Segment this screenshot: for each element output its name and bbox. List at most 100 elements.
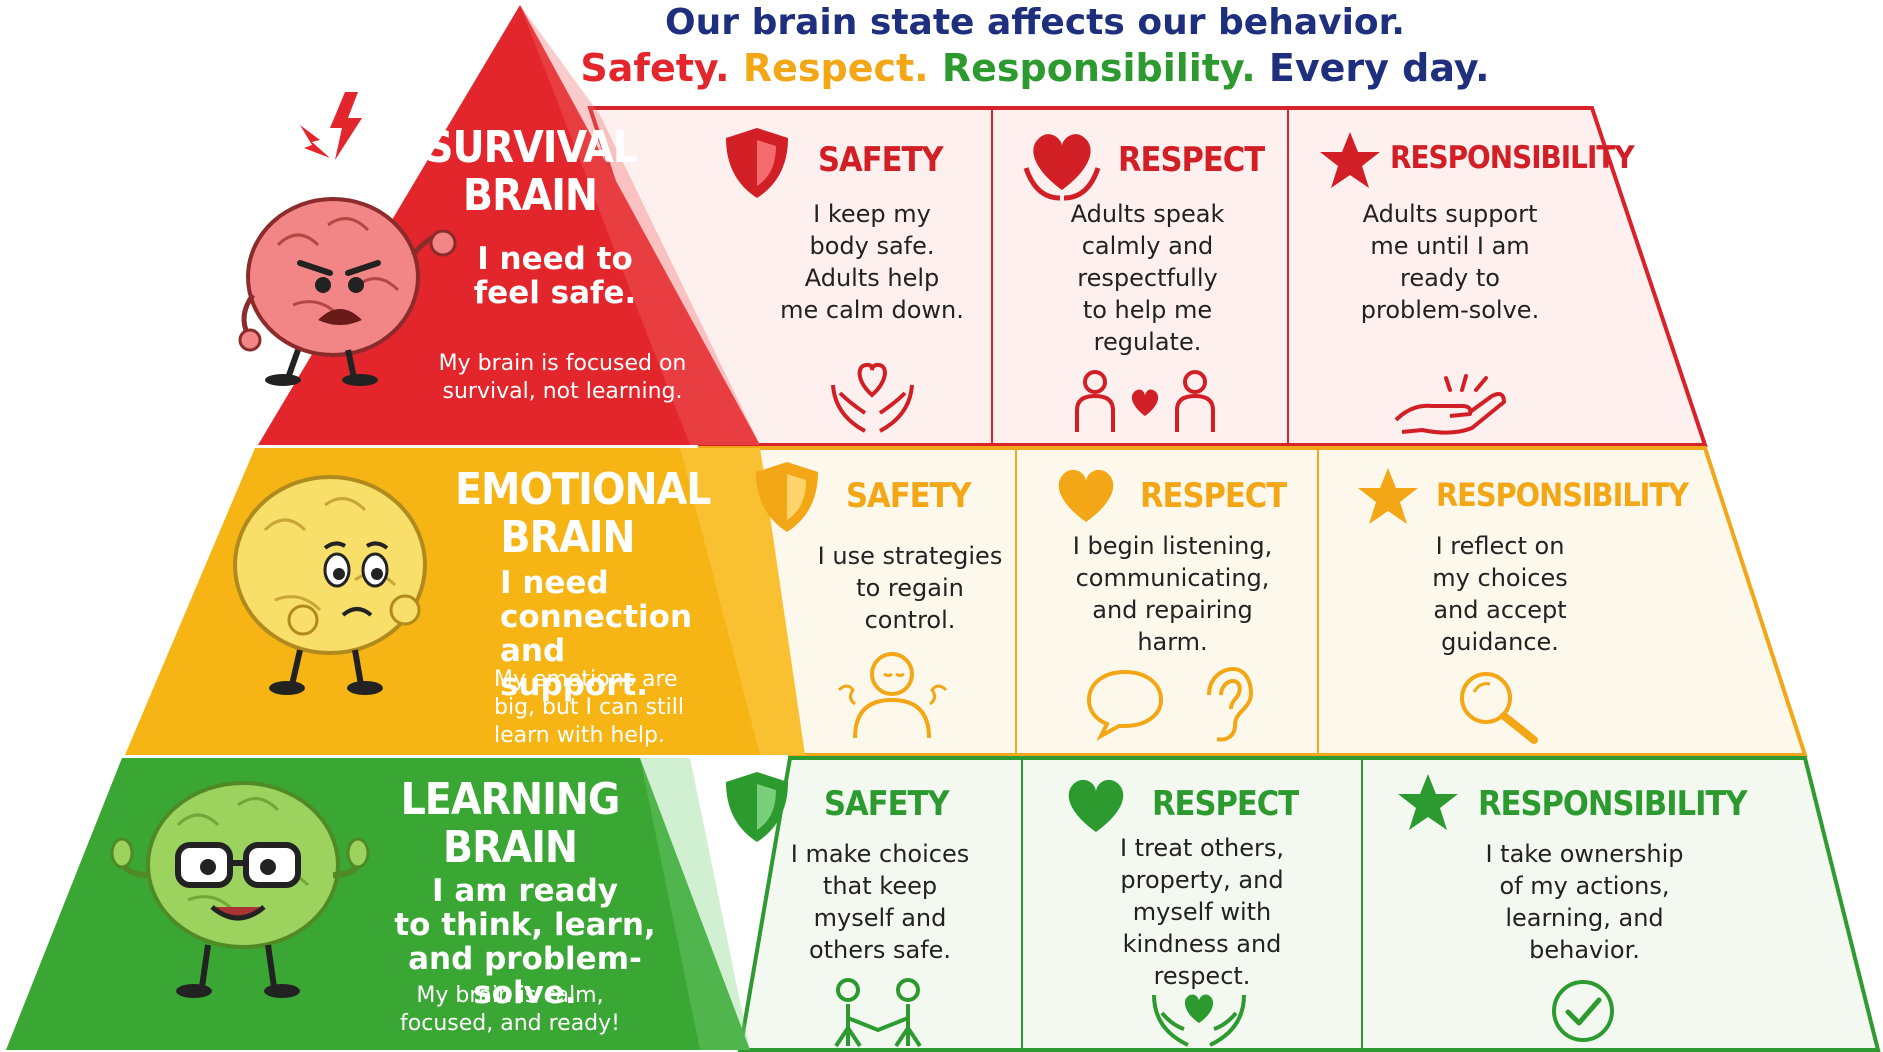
learning-need: I am ready to think, learn, and problem-… [380,874,670,1010]
text-line: myself with [1132,898,1272,926]
shield-icon [726,128,788,198]
ear-icon [1207,666,1254,742]
heart-hands-icon [1152,994,1246,1047]
text-line: guidance. [1441,628,1559,656]
angry-brain-icon [238,197,457,386]
star-icon [1358,468,1418,524]
text-line: Adults speak [1070,200,1225,228]
text-line: to help me [1082,296,1213,324]
heart-hands-icon [1023,134,1101,201]
survival-name-line-1: SURVIVAL [425,122,638,173]
emotional-state: My emotions are big, but I can still lea… [494,666,729,750]
emotional-respect-title: RESPECT [1140,476,1287,516]
holding-hands-icon [834,978,922,1048]
header-every-day: Every day. [1268,46,1490,90]
shield-icon [756,462,818,532]
survival-respect-title: RESPECT [1118,140,1265,180]
survival-state-line-2: survival, not learning. [442,379,683,404]
header-line-2: Safety. Respect. Responsibility. Every d… [0,46,1883,90]
survival-safety-title: SAFETY [818,140,944,180]
text-line: problem-solve. [1360,296,1540,324]
survival-responsibility-title: RESPONSIBILITY [1390,140,1635,176]
text-line: respect. [1153,962,1251,990]
emotional-need-line-2: connection [500,599,693,635]
header-safety: Safety. [580,46,730,90]
text-line: me calm down. [780,296,964,324]
magnifier-icon [1460,672,1538,744]
header-responsibility: Responsibility. [941,46,1256,90]
header-line-1: Our brain state affects our behavior. [665,2,1405,43]
learning-table-bg [737,756,1881,1052]
text-line: of my actions, [1499,872,1670,900]
text-line: communicating, [1075,564,1270,592]
learning-safety-title: SAFETY [824,784,950,824]
learning-responsibility-title: RESPONSIBILITY [1478,784,1747,824]
text-line: I make choices [790,840,970,868]
learning-safety-text: I make choices that keep myself and othe… [760,838,1000,966]
learning-need-line-3: and problem-solve. [408,941,642,1011]
text-line: that keep [822,872,938,900]
text-line: ready to [1400,264,1500,292]
emotional-safety-title: SAFETY [846,476,972,516]
survival-state-line-1: My brain is focused on [438,351,687,376]
speech-bubble-icon [1086,669,1164,741]
emotional-state-line-1: My emotions are [494,667,678,692]
learning-state-line-2: focused, and ready! [400,1011,620,1036]
text-line: and accept [1433,596,1567,624]
survival-name: SURVIVAL BRAIN [425,122,638,221]
learning-name: LEARNING BRAIN [400,774,621,873]
emotional-responsibility-text: I reflect on my choices and accept guida… [1370,530,1630,658]
emotional-tier-highlight [680,448,805,755]
text-line: me until I am [1370,232,1530,260]
star-icon [1320,132,1380,188]
learning-name-line-1: LEARNING [400,774,621,825]
text-line: body safe. [809,232,935,260]
learning-tier-highlight [640,758,750,1050]
worried-brain-icon [233,475,427,695]
emotional-safety-text: I use strategies to regain control. [790,540,1030,636]
helping-hand-icon [1394,374,1506,435]
learning-state: My brain is calm, focused, and ready! [380,982,640,1038]
text-line: kindness and [1122,930,1282,958]
text-line: I begin listening, [1072,532,1273,560]
text-line: to regain [856,574,964,602]
learning-state-line-1: My brain is calm, [416,983,604,1008]
header-respect: Respect. [742,46,929,90]
learning-need-line-2: to think, learn, [394,907,656,943]
heart-icon [1058,469,1114,522]
text-line: I use strategies [817,542,1003,570]
happy-brain-icon [110,781,370,998]
learning-respect-title: RESPECT [1152,784,1299,824]
adults-with-heart-icon [1075,370,1215,432]
text-line: property, and [1120,866,1284,894]
learning-respect-text: I treat others, property, and myself wit… [1062,832,1342,992]
lightning-icon [300,92,362,160]
survival-responsibility-text: Adults support me until I am ready to pr… [1320,198,1580,326]
survival-name-line-2: BRAIN [462,170,598,221]
survival-need-line-1: I need to [477,241,633,277]
text-line: I take ownership [1485,840,1684,868]
survival-need: I need to feel safe. [465,242,645,310]
text-line: Adults support [1362,200,1538,228]
calm-breathing-icon [837,652,948,739]
survival-state: My brain is focused on survival, not lea… [420,350,705,406]
text-line: others safe. [808,936,952,964]
text-line: harm. [1137,628,1208,656]
emotional-state-line-3: learn with help. [494,723,665,748]
text-line: control. [864,606,956,634]
heart-in-hands-icon [831,362,914,433]
emotional-name-line-1: EMOTIONAL [455,464,711,515]
emotional-state-line-2: big, but I can still [494,695,684,720]
text-line: myself and [813,904,947,932]
text-line: I treat others, [1119,834,1285,862]
text-line: respectfully [1077,264,1218,292]
heart-icon [1068,779,1124,832]
emotional-responsibility-title: RESPONSIBILITY [1436,476,1689,514]
emotional-name: EMOTIONAL BRAIN [455,464,711,562]
check-circle-icon [1552,980,1614,1042]
emotional-respect-text: I begin listening, communicating, and re… [1030,530,1315,658]
learning-responsibility-text: I take ownership of my actions, learning… [1442,838,1727,966]
text-line: behavior. [1529,936,1640,964]
emotional-need: I need connection and support. [500,566,710,702]
learning-name-line-2: BRAIN [442,822,578,873]
